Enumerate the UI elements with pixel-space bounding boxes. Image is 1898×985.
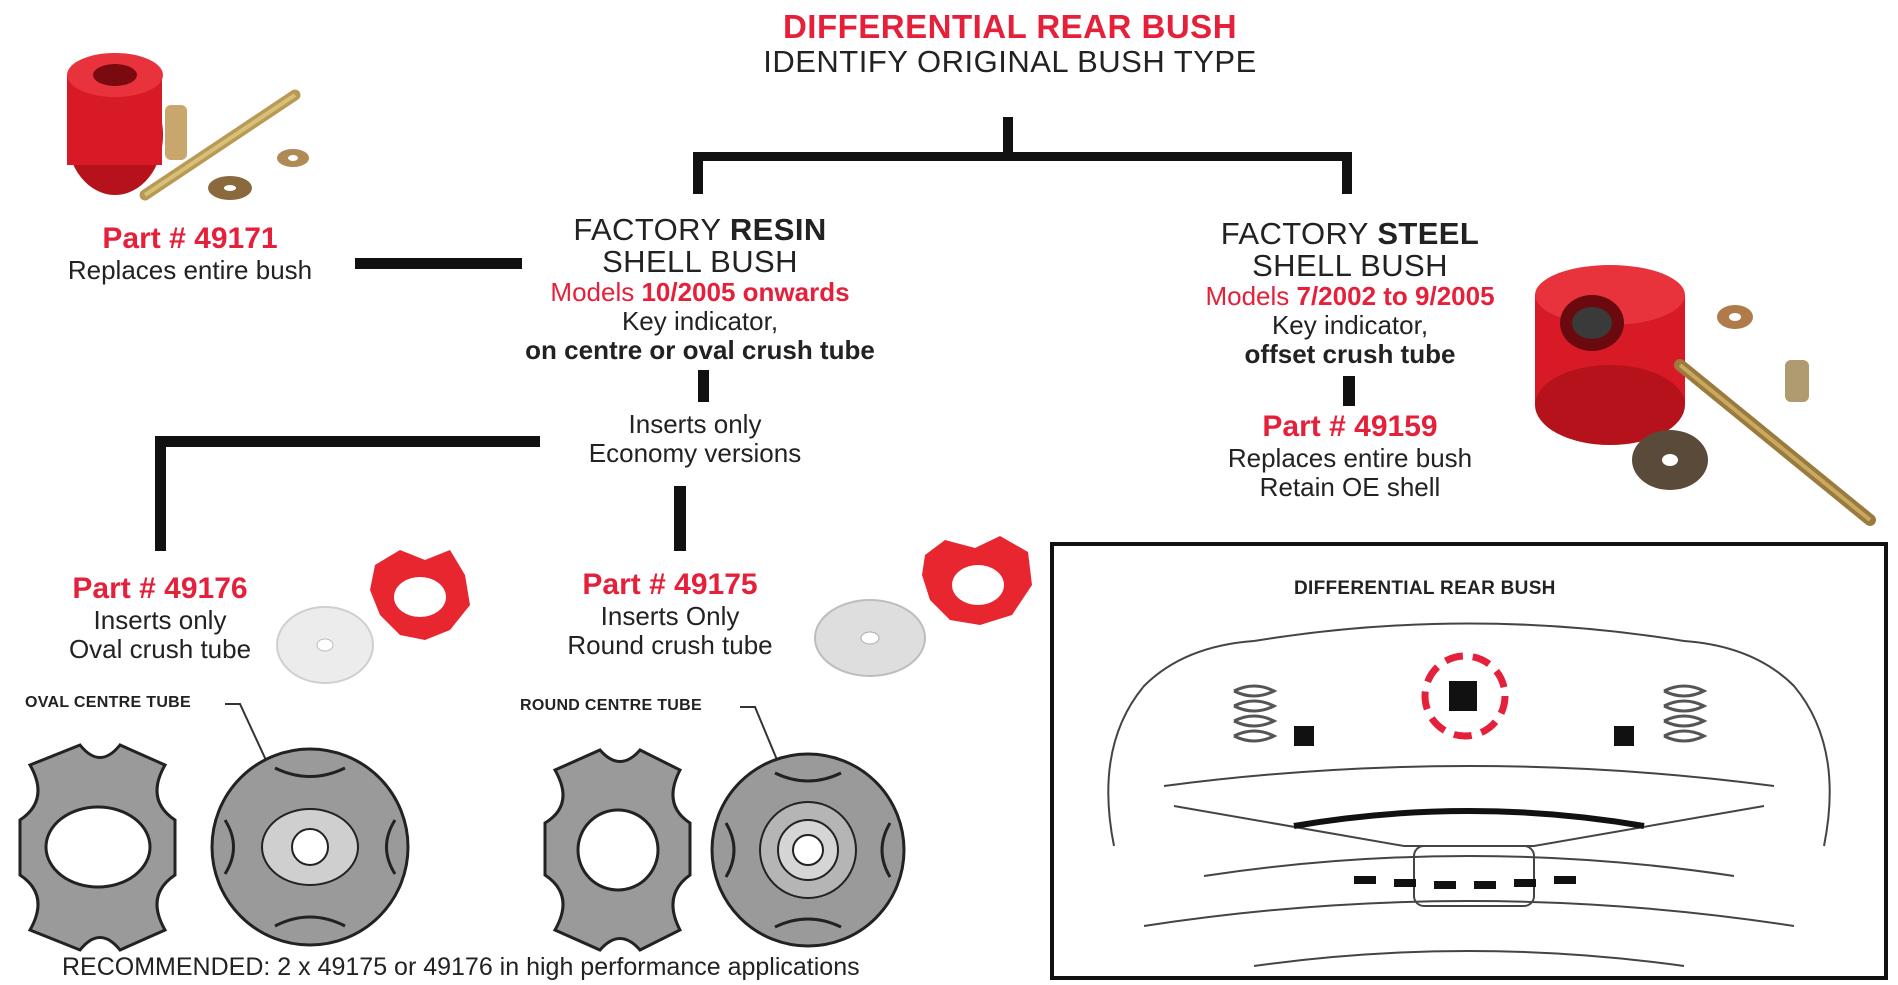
part-49171-desc: Replaces entire bush	[67, 255, 313, 285]
economy-versions-label: Economy versions	[588, 438, 802, 468]
oval-insert-drawing	[18, 743, 410, 952]
steel-models-range: 7/2002 to 9/2005	[1296, 281, 1495, 311]
connector-steel-down	[1343, 376, 1355, 406]
connector-left-drop	[693, 152, 703, 194]
part-49159-desc2: Retain OE shell	[1259, 472, 1441, 502]
steel-heading-line2: SHELL BUSH	[1252, 248, 1448, 283]
steel-heading-bold: STEEL	[1377, 216, 1480, 251]
resin-key-indicator: Key indicator,	[621, 306, 779, 336]
recommendation-footer: RECOMMENDED: 2 x 49175 or 49176 in high …	[62, 953, 860, 981]
part-49175-number: Part # 49175	[582, 568, 758, 601]
part-49175-image	[814, 536, 1032, 677]
connector-top-stem	[1003, 117, 1013, 157]
round-insert-drawing	[543, 748, 906, 952]
resin-heading-line2: SHELL BUSH	[602, 244, 798, 279]
connector-49176-drop	[155, 436, 166, 551]
callout-oval-centre-tube: OVAL CENTRE TUBE	[25, 694, 191, 711]
part-49171-number: Part # 49171	[102, 222, 278, 255]
inset-diagram-frame: DIFFERENTIAL REAR BUSH	[1050, 542, 1888, 980]
inset-title: DIFFERENTIAL REAR BUSH	[1294, 578, 1556, 599]
resin-models-prefix: Models	[550, 277, 642, 307]
steel-heading-prefix: FACTORY	[1220, 216, 1378, 251]
steel-key-detail: offset crush tube	[1244, 339, 1456, 369]
connector-49175-drop	[674, 486, 686, 551]
part-49175-desc2: Round crush tube	[567, 630, 773, 660]
part-49159-desc1: Replaces entire bush	[1227, 443, 1473, 473]
part-49176-image	[276, 550, 470, 684]
connector-inserts-left	[155, 436, 540, 447]
part-49176-desc1: Inserts only	[93, 605, 227, 635]
steel-key-indicator: Key indicator,	[1271, 310, 1429, 340]
resin-key-detail: on centre or oval crush tube	[525, 335, 875, 365]
part-49171-image	[67, 53, 309, 201]
part-49159-number: Part # 49159	[1262, 410, 1438, 443]
connector-49171	[355, 258, 522, 269]
callout-round-centre-tube: ROUND CENTRE TUBE	[520, 697, 702, 714]
connector-resin-down	[698, 370, 709, 402]
part-49159-image	[1535, 265, 1876, 526]
part-49176-number: Part # 49176	[72, 572, 248, 605]
suspension-line-drawing	[1107, 622, 1831, 967]
resin-heading-prefix: FACTORY	[573, 212, 730, 247]
inserts-only-label: Inserts only	[628, 409, 762, 439]
connector-right-drop	[1342, 152, 1352, 194]
diagram-title: DIFFERENTIAL REAR BUSH	[782, 8, 1238, 45]
part-49176-desc2: Oval crush tube	[68, 634, 252, 664]
resin-heading-bold: RESIN	[729, 212, 827, 247]
diagram-subtitle: IDENTIFY ORIGINAL BUSH TYPE	[763, 44, 1257, 79]
resin-models-range: 10/2005 onwards	[641, 277, 850, 307]
part-49175-desc1: Inserts Only	[600, 601, 740, 631]
steel-models-prefix: Models	[1205, 281, 1297, 311]
connector-top-bar	[693, 152, 1350, 161]
